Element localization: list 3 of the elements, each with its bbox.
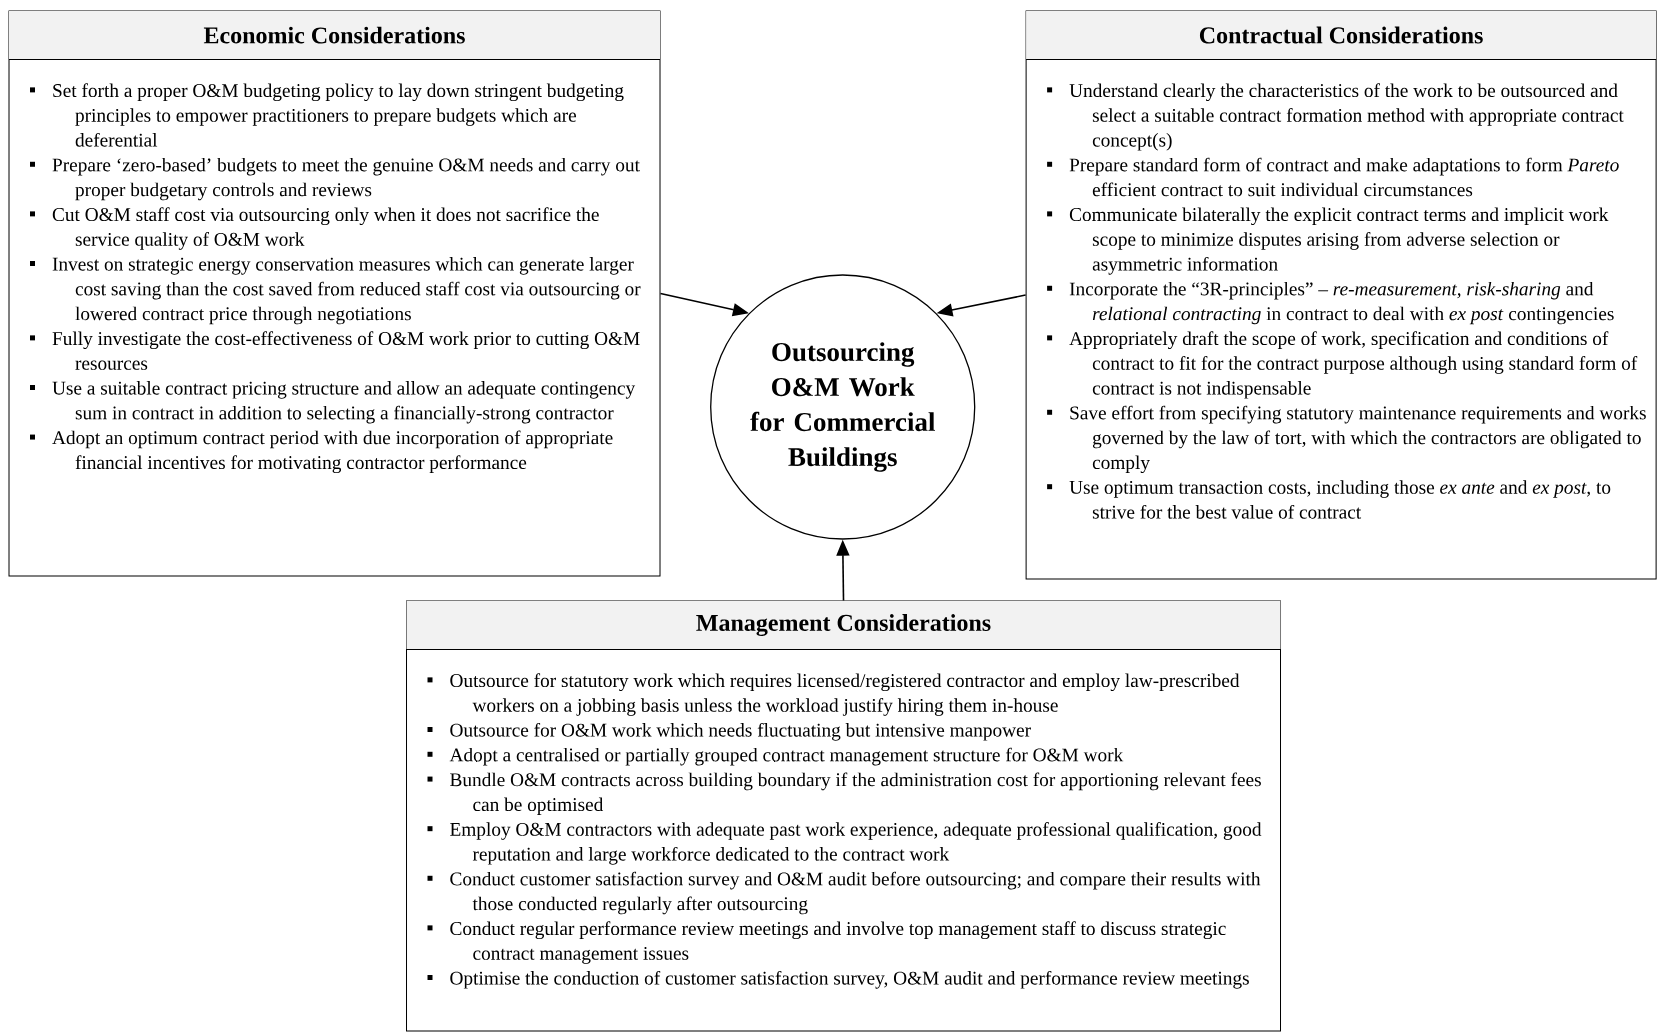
consideration-box: Contractual Considerations Understand clearly the characteristics of the work to be outsourced and select a suitable contract formation method with appropriate contract concept(s) Prepare standard form of contract and make adaptations to form Pareto efficient contract to suit individual circumstances Communicate bilaterally the explicit contract terms and implicit work scope to minimize disputes arising from adverse selection or asymmetric information Incorporate the “3R-principles” – re-measurement, risk-sharing and relational contracting in contract to deal with ex post contingencies Appropriately draft the scope of work, specification and conditions of contract to fit for the contract purpose although using standard form of contract is not indispensable Save effort from specifying statutory maintenance requirements and works governed by the law of tort, with which the contractors are obligated to comply Use optimum transaction costs, including those ex ante and ex post, to strive for the best value of contract <box>1025 10 1657 580</box>
consideration-box: Management Considerations Outsource for statutory work which requires licensed/registered contractor and employ law-prescribed workers on a jobbing basis unless the workload justify hiring them in-house Outsource for O&M work which needs fluctuating but intensive manpower Adopt a centralised or partially grouped contract management structure for O&M work Bundle O&M contracts across building boundary if the administration cost for apportioning relevant fees can be optimised Employ O&M contractors with adequate past work experience, adequate professional qualification, good reputation and large workforce dedicated to the contract work Conduct customer satisfaction survey and O&M audit before outsourcing; and compare their results with those conducted regularly after outsourcing Conduct regular performance review meetings and involve top management staff to discuss strategic contract management issues Optimise the conduction of customer satisfaction survey, O&M audit and performance review meetings <box>406 600 1281 1032</box>
consideration-box: Economic Considerations Set forth a proper O&M budgeting policy to lay down stringent budgeting principles to empower practitioners to prepare budgets which are deferential Prepare ‘zero-based’ budgets to meet the genuine O&M needs and carry out proper budgetary controls and reviews Cut O&M staff cost via outsourcing only when it does not sacrifice the service quality of O&M work Invest on strategic energy conservation measures which can generate larger cost saving than the cost saved from reduced staff cost via outsourcing or lowered contract price through negotiations Fully investigate the cost-effectiveness of O&M work prior to cutting O&M resources Use a suitable contract pricing structure and allow an adequate contingency sum in contract in addition to selecting a financially-strong contractor Adopt an optimum contract period with due incorporation of appropriate financial incentives for motivating contractor performance <box>8 10 661 577</box>
